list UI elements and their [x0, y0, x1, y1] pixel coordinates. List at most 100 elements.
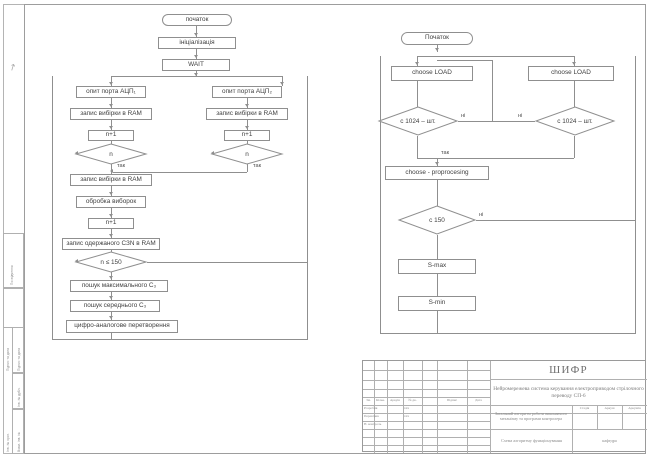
- tb-right-v2: [597, 405, 598, 429]
- edge-proc-inc3: [111, 208, 112, 218]
- edge-dec2-down: [247, 164, 248, 172]
- arrow-ram1-inc1-icon: [109, 126, 114, 129]
- edge-label-dec2-yes: так: [253, 163, 262, 169]
- node-cnt2: с 1024 – шт.: [534, 106, 616, 136]
- node-dec3: n ≤ 150: [74, 251, 148, 273]
- tb-right-h4: [490, 429, 647, 430]
- tb-div-h7: [363, 421, 490, 422]
- side-column-box-4: [12, 409, 24, 454]
- tb-div-h1: [363, 370, 490, 371]
- arrow-rbranch-right-icon: [572, 62, 577, 65]
- tb-stage-value-1: [597, 413, 622, 429]
- edge-split-bar: [111, 76, 282, 77]
- node-load2: choose LOAD: [528, 66, 614, 81]
- node-smin: S-min: [398, 296, 476, 311]
- tb-right-h3: [490, 413, 647, 414]
- tb-cipher: ШИФР: [549, 363, 588, 376]
- arrow-proc-inc3-icon: [109, 214, 114, 217]
- node-ram3: запис вибірки в RAM: [70, 174, 152, 186]
- arrow-mid-dac-icon: [109, 316, 114, 319]
- edge-cnt1-yes-down: [417, 136, 418, 158]
- node-init: ініціалізація: [158, 37, 236, 49]
- tb-div-v6: [467, 361, 468, 453]
- node-proc: обробка виборок: [76, 196, 146, 208]
- edge-dec1-down: [111, 164, 112, 174]
- node-c150: с 150: [397, 205, 477, 235]
- node-cnt1: с 1024 – шт.: [377, 106, 459, 136]
- tb-doc-title: Загальний алгоритм роботи виконавчого ме…: [494, 411, 568, 421]
- node-inc2: n+1: [224, 130, 270, 141]
- edge-split-left: [111, 76, 112, 86]
- side-column-label-1: Підпис та дата: [17, 347, 21, 371]
- edge-prep-c150: [437, 180, 438, 207]
- tb-stage-header-1: Аркуш: [604, 406, 615, 411]
- edge-adc1-ram1: [111, 98, 112, 108]
- side-column-label-0: Посвідчення: [10, 265, 14, 285]
- edge-load1-cnt1: [417, 81, 418, 108]
- tb-div-h3: [363, 389, 490, 390]
- tb-div-h2: [363, 380, 490, 381]
- arrow-dec2-west-icon: [211, 151, 214, 156]
- side-column-label-3: Взам. інв. №: [17, 432, 21, 452]
- side-column-box-2: [12, 327, 24, 373]
- tb-div-v1: [374, 361, 375, 453]
- tb-right-h2: [490, 405, 647, 406]
- node-inc3: n+1: [88, 218, 134, 229]
- tb-col-header-4: Підпис: [446, 398, 458, 403]
- edge-smin-loopback: [437, 311, 438, 334]
- edge-cnt1-no: [458, 121, 492, 122]
- edge-split-right: [282, 76, 283, 86]
- node-smax: S-max: [398, 259, 476, 274]
- edge-rsplit-left: [417, 56, 418, 66]
- tb-div-h4: [363, 397, 490, 398]
- edge-ram3-proc: [111, 186, 112, 196]
- tb-stage-value-0: [572, 413, 597, 429]
- arrow-wait-split-icon: [194, 72, 199, 76]
- node-adc1: опит порта АЦП₁: [76, 86, 146, 98]
- edge-cnt2-no: [492, 121, 535, 122]
- arrow-adc2-ram2-icon: [245, 104, 250, 107]
- side-column-label-2: Інв. № дубл.: [17, 387, 21, 407]
- side-column-box-1: [3, 288, 24, 328]
- node-max: пошук максимального С₃: [70, 280, 168, 292]
- tb-col-header-3: № дк.: [408, 398, 417, 403]
- node-dec1: n: [74, 143, 148, 165]
- edge-dec3-no: [147, 262, 308, 263]
- tb-right-v1: [572, 405, 573, 429]
- arrow-ram3-proc-icon: [109, 192, 114, 195]
- tb-stage-value-2: [622, 413, 647, 429]
- tb-col-header-1: Кільк.: [376, 398, 385, 403]
- tb-right-v3: [622, 405, 623, 429]
- tb-div-v3: [403, 361, 404, 453]
- node-inc1: n+1: [88, 130, 134, 141]
- loop-container-right: [380, 56, 636, 334]
- tb-right-v4: [572, 429, 573, 453]
- tb-div-v2: [387, 361, 388, 453]
- arrow-ram2-inc2-icon: [245, 126, 250, 129]
- tb-role-2: Н. контроль: [364, 422, 382, 427]
- arrow-dec3-max-icon: [109, 276, 114, 279]
- tb-div-h6: [363, 413, 490, 414]
- tb-col-header-5: Дата: [475, 398, 482, 403]
- tb-right-h1: [490, 379, 647, 380]
- edge-load2-cnt2: [574, 81, 575, 108]
- edge-c150-smax: [437, 235, 438, 259]
- edge-label-cnt1-no: ні: [461, 113, 466, 119]
- node-ram4: запис одержаного СЗN в RAM: [62, 238, 160, 250]
- tb-role-name-0: ххх: [404, 406, 410, 411]
- edge-label-dec1-yes: так: [117, 163, 126, 169]
- arrow-max-mid-icon: [109, 296, 114, 299]
- arrow-dec1-west-icon: [75, 151, 78, 156]
- node-dec2: n: [210, 143, 284, 165]
- arrow-yes-prep-icon: [435, 162, 440, 165]
- tb-role-name-1: ххх: [404, 414, 410, 419]
- edge-rsplit-bar: [417, 56, 574, 57]
- side-column-label-5: Інв. № ориг.: [6, 433, 10, 452]
- edge-no-riser: [492, 60, 493, 121]
- tb-div-h8: [363, 429, 490, 430]
- edge-label-cnt-yes: так: [441, 150, 450, 156]
- node-start: початок: [162, 14, 232, 26]
- node-rstart: Початок: [401, 32, 473, 45]
- edge-rsplit-right: [574, 56, 575, 66]
- tb-div-h9: [363, 437, 490, 438]
